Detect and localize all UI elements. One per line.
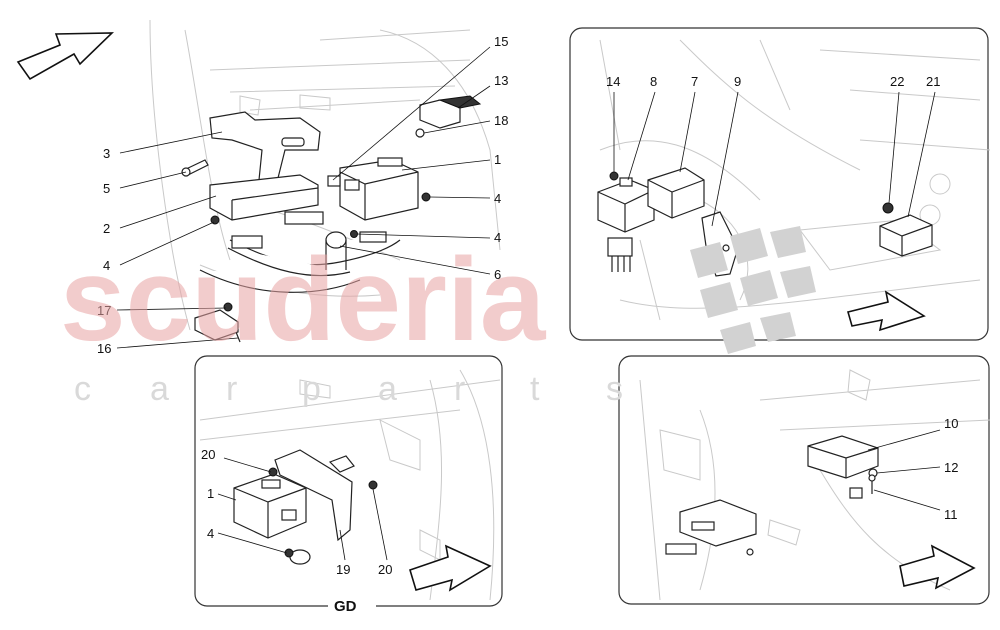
callout-number: 7 <box>691 74 698 89</box>
callout-number: 16 <box>97 341 111 356</box>
panel-label: GD <box>334 598 357 615</box>
callout-number: 1 <box>494 152 501 167</box>
callout-number: 20 <box>378 562 392 577</box>
callout-number: 14 <box>606 74 620 89</box>
direction-arrow-icon <box>409 544 492 592</box>
callout-number: 4 <box>103 258 110 273</box>
callout-number: 4 <box>207 526 214 541</box>
callout-number: 20 <box>201 447 215 462</box>
detail-panel-bottom-left: 20 1 4 19 20 GD <box>194 355 503 615</box>
callout-number: 22 <box>890 74 904 89</box>
callout-number: 18 <box>494 113 508 128</box>
detail-panel-top-right: 14 8 7 9 22 21 <box>569 27 991 341</box>
callout-number: 3 <box>103 146 110 161</box>
callout-number: 13 <box>494 73 508 88</box>
direction-arrow-icon <box>899 544 976 590</box>
callout-number: 2 <box>103 221 110 236</box>
watermark-letter: a <box>150 370 169 408</box>
callout-number: 11 <box>944 507 958 522</box>
callout-number: 5 <box>103 181 110 196</box>
direction-arrow-icon <box>16 32 115 81</box>
callout-number: 10 <box>944 416 958 431</box>
main-assembly-view: 3 5 2 4 17 16 15 13 18 1 4 4 6 <box>16 19 508 356</box>
callout-number: 15 <box>494 34 508 49</box>
callout-number: 4 <box>494 230 501 245</box>
direction-arrow-icon <box>847 290 926 332</box>
watermark-letter: c <box>74 370 91 408</box>
watermark-letter: t <box>530 370 540 408</box>
callout-number: 6 <box>494 267 501 282</box>
callout-number: 8 <box>650 74 657 89</box>
callout-number: 19 <box>336 562 350 577</box>
callout-number: 21 <box>926 74 940 89</box>
callout-number: 1 <box>207 486 214 501</box>
callout-number: 17 <box>97 303 111 318</box>
callout-number: 4 <box>494 191 501 206</box>
callout-number: 12 <box>944 460 958 475</box>
callout-number: 9 <box>734 74 741 89</box>
detail-panel-bottom-right: 10 12 11 <box>618 355 991 605</box>
